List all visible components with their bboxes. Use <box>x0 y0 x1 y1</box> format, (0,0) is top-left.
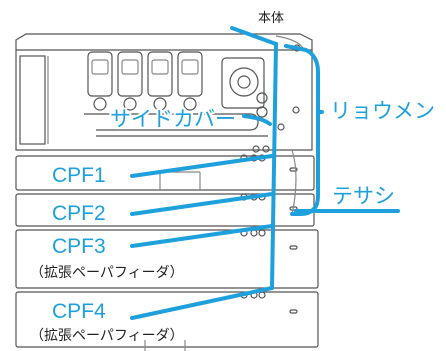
printer-body-drawing <box>15 33 319 351</box>
cpf2-label: CPF2 <box>52 202 106 225</box>
honntai-label: 本体 <box>258 10 284 25</box>
cpf3-sublabel: （拡張ペーパフィーダ） <box>30 264 184 280</box>
ryoumen-label: リョウメン <box>330 100 435 123</box>
side-cover-label: サイドカバー <box>110 108 236 131</box>
cpf1-label: CPF1 <box>52 164 106 187</box>
cpf4-sublabel: （拡張ペーパフィーダ） <box>30 327 184 343</box>
cpf3-label: CPF3 <box>52 235 106 258</box>
cpf4-label: CPF4 <box>52 300 106 323</box>
tesashi-label: テサシ <box>332 185 395 208</box>
paper-path-lines <box>130 26 400 320</box>
